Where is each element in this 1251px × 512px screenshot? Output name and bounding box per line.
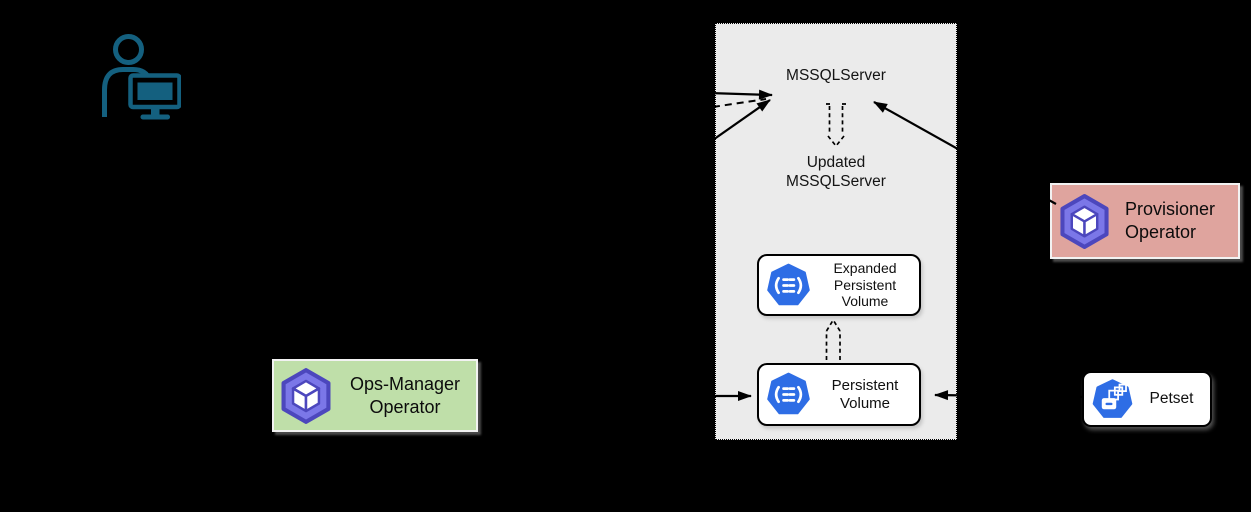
arrow-user-to-mssqlserver <box>299 78 773 100</box>
provisioner-operator-label: Provisioner Operator <box>1125 199 1216 242</box>
persistent-volume-box: Persistent Volume <box>757 363 921 426</box>
user-at-computer-icon <box>102 34 181 120</box>
provisioner-operator-box: Provisioner Operator <box>1050 183 1240 259</box>
persistent-volume-icon <box>767 372 810 415</box>
ops-manager-operator-box: Ops-Manager Operator <box>272 359 478 432</box>
expanded-persistent-volume-box: Expanded Persistent Volume <box>757 254 921 316</box>
arrow-user-to-ops-manager <box>162 137 376 359</box>
operator-icon <box>1060 193 1109 249</box>
ops-manager-operator-label: Ops-Manager Operator <box>349 373 461 417</box>
petset-icon <box>1092 378 1133 418</box>
updated-mssqlserver-label: Updated MSSQLServer <box>786 154 886 190</box>
petset-box: Petset <box>1082 371 1212 427</box>
petset-label: Petset <box>1149 389 1194 407</box>
expanded-persistent-volume-label: Expanded Persistent Volume <box>833 260 897 310</box>
operator-icon <box>281 367 331 424</box>
persistent-volume-label: Persistent Volume <box>831 376 899 412</box>
mssqlserver-label: MSSQLServer <box>786 67 886 84</box>
arrow-petset-to-persistent-volume <box>934 390 1085 401</box>
persistent-volume-icon <box>767 263 810 305</box>
